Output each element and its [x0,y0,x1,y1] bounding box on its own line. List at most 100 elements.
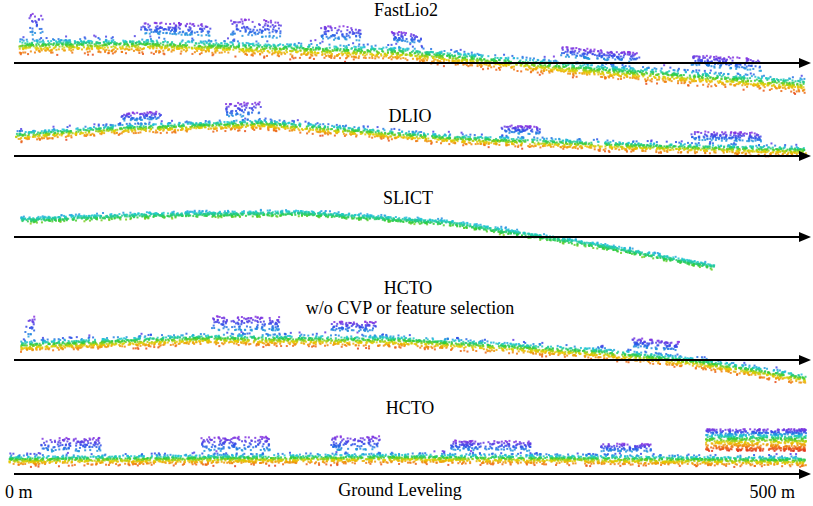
cloud-point [198,42,200,44]
cloud-point [665,81,667,83]
cloud-point [246,42,248,44]
cloud-point [58,48,60,50]
cloud-point [427,52,429,54]
cloud-point [108,40,110,42]
cloud-point [597,73,599,75]
cloud-point [691,80,693,82]
cloud-point [133,50,135,52]
cloud-point [84,38,86,40]
cloud-point [563,66,565,68]
cloud-point [480,66,482,68]
cloud-point [266,55,268,57]
cloud-point [331,53,333,55]
cloud-point [18,46,20,48]
cloud-point [722,82,724,84]
cloud-point [788,87,790,89]
cloud-point [363,46,365,48]
cloud-point [215,42,217,44]
cloud-point [460,49,462,51]
cloud-point [221,52,223,54]
cloud-point [103,41,105,43]
cloud-point [738,77,740,79]
cloud-point [720,72,722,74]
cloud-point [188,46,190,48]
cloud-point [532,68,534,70]
cloud-point [784,85,786,87]
cloud-point [150,40,152,42]
cloud-point [746,77,748,79]
cloud-point [55,49,57,51]
cloud-point [382,51,384,53]
cloud-point [649,79,651,81]
cloud-point [794,86,796,88]
cloud-point [194,45,196,47]
cloud-point [604,77,606,79]
cloud-point [19,41,21,43]
cloud-point [513,57,515,59]
cloud-point [742,80,744,82]
cloud-point [494,57,496,59]
cloud-point [487,55,489,57]
cloud-point [173,49,175,51]
cloud-point [210,40,212,42]
cloud-point [30,50,32,52]
cloud-point [263,57,265,59]
cloud-point [661,68,663,70]
cloud-point [671,80,673,82]
cloud-point [171,51,173,53]
cloud-point [786,82,788,84]
cloud-point [714,73,716,75]
cloud-point [21,45,23,47]
cloud-point [739,74,741,76]
cloud-point [282,44,284,46]
cloud-point [300,43,302,45]
cloud-point [599,68,601,70]
cloud-point [60,39,62,41]
cloud-point [168,48,170,50]
cloud-point [360,46,362,48]
cloud-point [576,76,578,78]
cloud-point [629,77,631,79]
cloud-point [797,80,799,82]
cloud-point [658,77,660,79]
cloud-point [505,57,507,59]
cloud-point [152,41,154,43]
cloud-point [212,54,214,56]
cloud-point [539,66,541,68]
cloud-point [387,44,389,46]
cloud-point [598,66,600,68]
cloud-point [446,59,448,61]
cloud-point [36,40,38,42]
cloud-point [276,51,278,53]
cloud-point [52,38,54,40]
cloud-point [601,67,603,69]
cloud-point [780,79,782,81]
cloud-point [441,52,443,54]
cloud-point [795,80,797,82]
cloud-point [406,59,408,61]
cloud-point [652,69,654,71]
cloud-point [19,48,21,50]
cloud-point [58,38,60,40]
cloud-point [443,50,445,52]
cloud-point [89,48,91,50]
cloud-point [39,45,41,47]
cloud-point [463,51,465,53]
cloud-point [593,68,595,70]
cloud-point [330,57,332,59]
cloud-point [83,46,85,48]
cloud-point [600,73,602,75]
cloud-point [310,40,312,42]
cloud-point [363,44,365,46]
cloud-point [263,47,265,49]
cloud-point [323,57,325,59]
cloud-point [50,40,52,42]
cloud-point [358,55,360,57]
cloud-point [329,47,331,49]
cloud-point [638,75,640,77]
cloud-point [520,70,522,72]
cloud-point [375,45,377,47]
cloud-point [272,48,274,50]
cloud-point [760,78,762,80]
cloud-point [421,54,423,56]
